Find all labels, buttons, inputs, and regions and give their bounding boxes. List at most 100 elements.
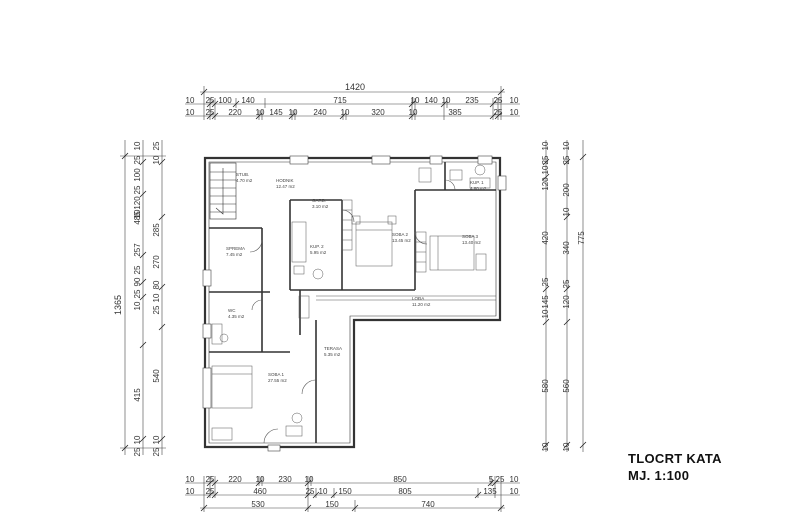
svg-text:100: 100: [133, 168, 142, 182]
room-name: GARD.: [312, 198, 326, 203]
svg-text:540: 540: [152, 369, 161, 383]
svg-text:25: 25: [562, 155, 571, 164]
svg-text:10: 10: [411, 96, 420, 105]
svg-text:25: 25: [152, 447, 161, 456]
svg-text:25: 25: [306, 487, 315, 496]
svg-text:10: 10: [152, 155, 161, 164]
drawing-title: TLOCRT KATA: [628, 451, 722, 466]
svg-text:240: 240: [313, 108, 327, 117]
svg-text:715: 715: [333, 96, 347, 105]
svg-text:90: 90: [133, 277, 142, 286]
room-bathroom-1: KUP. 1 4.80 m2: [470, 180, 487, 191]
svg-text:285: 285: [152, 223, 161, 237]
room-hallway: HODNIK 12.47 m2: [276, 178, 295, 189]
svg-text:10: 10: [256, 475, 265, 484]
svg-text:145: 145: [269, 108, 283, 117]
room-wc: WC 4.35 m2: [228, 308, 245, 319]
svg-text:135: 135: [483, 487, 497, 496]
svg-text:10: 10: [562, 207, 571, 216]
svg-text:10: 10: [510, 487, 519, 496]
svg-text:10: 10: [510, 108, 519, 117]
svg-text:25: 25: [541, 277, 550, 286]
room-name: SOBA 1: [268, 372, 285, 377]
svg-text:270: 270: [152, 255, 161, 269]
svg-text:150: 150: [325, 500, 339, 509]
room-name: HODNIK: [276, 178, 294, 183]
right-dimension-lines: [542, 140, 587, 452]
svg-text:10: 10: [341, 108, 350, 117]
svg-text:10: 10: [133, 209, 142, 218]
svg-text:560: 560: [562, 379, 571, 393]
svg-text:415: 415: [133, 388, 142, 402]
svg-text:25: 25: [133, 185, 142, 194]
room-area: 12.47 m2: [276, 184, 295, 189]
furniture: [211, 164, 491, 441]
room-bathroom-2: KUP. 2 5.95 m2: [310, 244, 327, 255]
room-name: TERASA: [324, 346, 342, 351]
svg-text:10: 10: [152, 435, 161, 444]
room-stairs: STUB. 4.70 m2: [236, 172, 253, 183]
title-block: TLOCRT KATA MJ. 1:100: [628, 450, 722, 484]
drawing-scale: MJ. 1:100: [628, 468, 690, 483]
svg-text:120: 120: [562, 295, 571, 309]
svg-text:10: 10: [256, 108, 265, 117]
svg-text:10: 10: [541, 442, 550, 451]
svg-text:10: 10: [133, 435, 142, 444]
room-name: SPREMA: [226, 246, 245, 251]
svg-text:10: 10: [289, 108, 298, 117]
svg-text:5: 5: [489, 475, 494, 484]
svg-text:25: 25: [562, 279, 571, 288]
svg-text:420: 420: [541, 231, 550, 245]
svg-text:340: 340: [562, 241, 571, 255]
room-name: SOBA 2: [392, 232, 409, 237]
room-name: STUB.: [236, 172, 249, 177]
svg-text:485: 485: [133, 211, 142, 225]
room-name: KUP. 1: [470, 180, 484, 185]
svg-text:220: 220: [228, 475, 242, 484]
top-dimension-lines: [185, 86, 520, 120]
svg-text:10: 10: [541, 165, 550, 174]
top-dimension-labels: 1420 10 25 100 140 715 10 140 10 235 25 …: [186, 82, 519, 117]
svg-text:530: 530: [251, 500, 265, 509]
svg-text:80: 80: [152, 280, 161, 289]
right-total-label: 775: [577, 231, 586, 245]
svg-text:150: 150: [338, 487, 352, 496]
svg-text:25: 25: [133, 265, 142, 274]
svg-text:10: 10: [186, 475, 195, 484]
right-dimension-labels: 10 25 10 120 420 25 145 10 580 10 10 25 …: [541, 141, 586, 451]
svg-text:25: 25: [152, 305, 161, 314]
svg-text:25: 25: [133, 289, 142, 298]
room-area: 11.20 m2: [412, 302, 431, 307]
room-area: 5.95 m2: [310, 250, 327, 255]
room-name: LOĐA: [412, 296, 424, 301]
svg-text:10: 10: [152, 293, 161, 302]
svg-text:25: 25: [494, 96, 503, 105]
svg-text:10: 10: [541, 141, 550, 150]
svg-text:10: 10: [510, 96, 519, 105]
svg-text:10: 10: [133, 301, 142, 310]
room-bedroom-1: SOBA 1 27.55 m2: [268, 372, 287, 383]
room-bedroom-2: SOBA 2 13.45 m2: [392, 232, 411, 243]
svg-text:10: 10: [133, 141, 142, 150]
svg-text:25: 25: [496, 475, 505, 484]
svg-text:230: 230: [278, 475, 292, 484]
room-loggia: LOĐA 11.20 m2: [412, 296, 431, 307]
svg-text:385: 385: [448, 108, 462, 117]
building-walls: [202, 155, 507, 452]
svg-text:25: 25: [206, 108, 215, 117]
svg-text:25: 25: [494, 108, 503, 117]
room-area: 7.45 m2: [226, 252, 243, 257]
svg-text:580: 580: [541, 379, 550, 393]
svg-text:10: 10: [562, 442, 571, 451]
room-name: KUP. 2: [310, 244, 324, 249]
svg-text:10: 10: [541, 309, 550, 318]
svg-text:25: 25: [541, 155, 550, 164]
svg-text:10: 10: [319, 487, 328, 496]
left-dimension-lines: [120, 140, 166, 455]
svg-text:140: 140: [241, 96, 255, 105]
svg-text:10: 10: [442, 96, 451, 105]
svg-text:140: 140: [424, 96, 438, 105]
room-area: 4.35 m2: [228, 314, 245, 319]
top-total-label: 1420: [345, 82, 365, 92]
